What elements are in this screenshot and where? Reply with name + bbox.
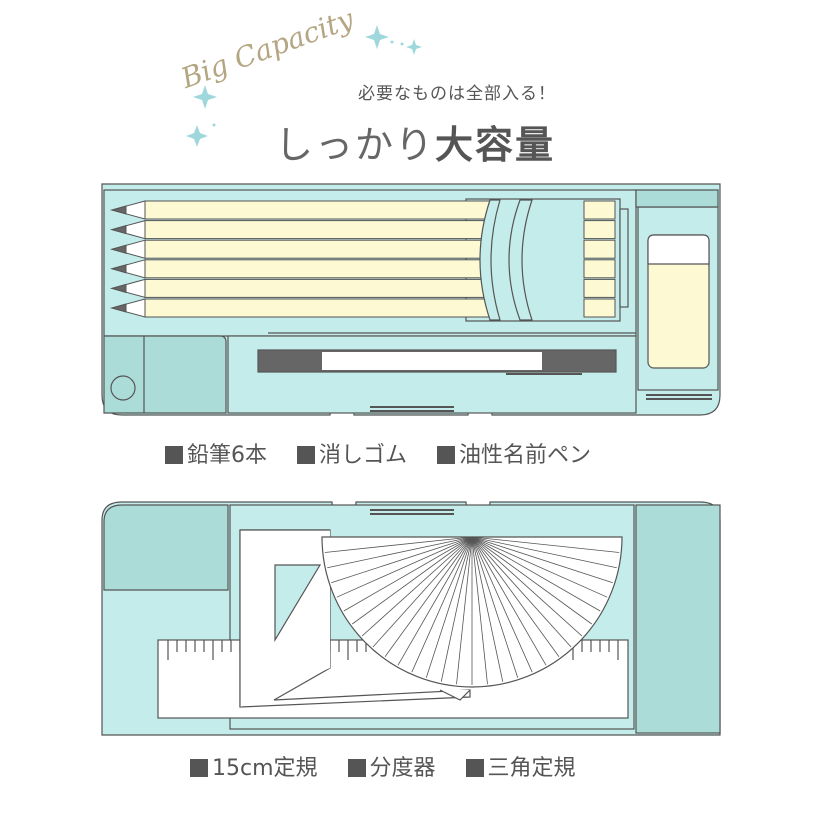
pencil-tip — [110, 298, 146, 318]
pencil-lead — [110, 283, 127, 294]
protractor-line — [471, 536, 488, 685]
pencil-end — [583, 298, 616, 318]
pencil-end — [583, 259, 616, 279]
pencil-lead — [110, 264, 127, 274]
protractor-line — [471, 536, 560, 657]
pencil — [110, 259, 616, 279]
page-title: しっかり大容量 — [275, 114, 555, 169]
title-light: しっかり — [275, 123, 436, 167]
pencil-end — [583, 239, 616, 259]
legend-item: 三角定規 — [465, 750, 576, 782]
legend-item: 鉛筆6本 — [165, 437, 267, 469]
pencil-lead — [110, 224, 127, 235]
pencil-end — [583, 278, 616, 298]
protractor-line — [456, 536, 473, 685]
pencil-body — [144, 220, 491, 240]
legend-label: 鉛筆6本 — [187, 443, 267, 468]
protractor-line — [471, 536, 504, 682]
protractor-line — [440, 536, 473, 682]
legend-label: 15cm定規 — [212, 756, 318, 781]
protractor-line — [384, 536, 473, 657]
pencil-body — [144, 298, 491, 318]
protractor-line — [471, 536, 601, 612]
protractor-line — [331, 536, 473, 584]
title-bold: 大容量 — [435, 123, 556, 167]
protractor-line — [471, 536, 547, 666]
protractor-line — [471, 536, 572, 648]
legend-item: 消しゴム — [297, 437, 407, 469]
protractor-line — [397, 536, 473, 666]
legend-item: 油性名前ペン — [437, 437, 591, 469]
pencil-body — [144, 239, 491, 259]
pencil — [110, 200, 616, 220]
sparkle-icon — [365, 25, 389, 49]
pencil-tip — [110, 200, 146, 220]
pencil-end — [583, 220, 616, 240]
legend-label: 分度器 — [369, 756, 436, 781]
pencil-tip — [110, 239, 146, 259]
legend-item: 15cm定規 — [190, 750, 318, 782]
subtitle: 必要なものは全部入る！ — [358, 84, 556, 104]
protractor-line — [471, 536, 533, 673]
bottom-case — [101, 501, 721, 736]
protractor-line — [471, 536, 519, 678]
protractor-line — [471, 536, 613, 584]
protractor-line — [327, 536, 473, 569]
protractor-line — [425, 536, 473, 678]
legend-label: 消しゴム — [319, 443, 408, 468]
pencil-tip — [110, 259, 146, 279]
protractor-line — [324, 536, 473, 553]
legend-label: 油性名前ペン — [459, 443, 592, 468]
pencil-body — [144, 278, 491, 298]
protractor-line — [471, 536, 583, 637]
pencil — [110, 239, 616, 259]
pencil-body — [144, 259, 491, 279]
pencil — [110, 298, 616, 318]
pencil-clips — [479, 199, 533, 321]
sparkle-icon — [193, 85, 217, 109]
protractor-line — [471, 536, 608, 598]
pencil-end — [583, 200, 616, 220]
protractor-line — [411, 536, 473, 673]
protractor-line — [352, 536, 473, 625]
sparkle-icon — [406, 39, 422, 55]
pencil — [110, 219, 616, 240]
pencil-tip — [110, 278, 146, 299]
protractor-line — [471, 536, 617, 569]
legend-item: 分度器 — [347, 750, 436, 782]
pencil — [110, 278, 616, 299]
protractor-line — [336, 536, 473, 598]
pencil-body — [144, 200, 491, 220]
protractor-line — [361, 536, 473, 637]
pencils — [110, 200, 616, 318]
pencil-lead — [110, 303, 127, 313]
protractor-line — [343, 536, 473, 612]
pencil-lead — [110, 244, 127, 254]
protractor-line — [372, 536, 473, 648]
protractor-line — [471, 536, 620, 553]
protractor-line — [471, 536, 592, 625]
top-case-legend: 鉛筆6本 消しゴム 油性名前ペン — [165, 437, 591, 469]
pencil-tip — [110, 219, 146, 240]
bottom-case-legend: 15cm定規 分度器 三角定規 — [190, 750, 576, 782]
pencil-lead — [110, 205, 127, 215]
sparkle-icons — [186, 25, 422, 147]
legend-label: 三角定規 — [487, 756, 576, 781]
sparkle-icon — [186, 125, 208, 147]
